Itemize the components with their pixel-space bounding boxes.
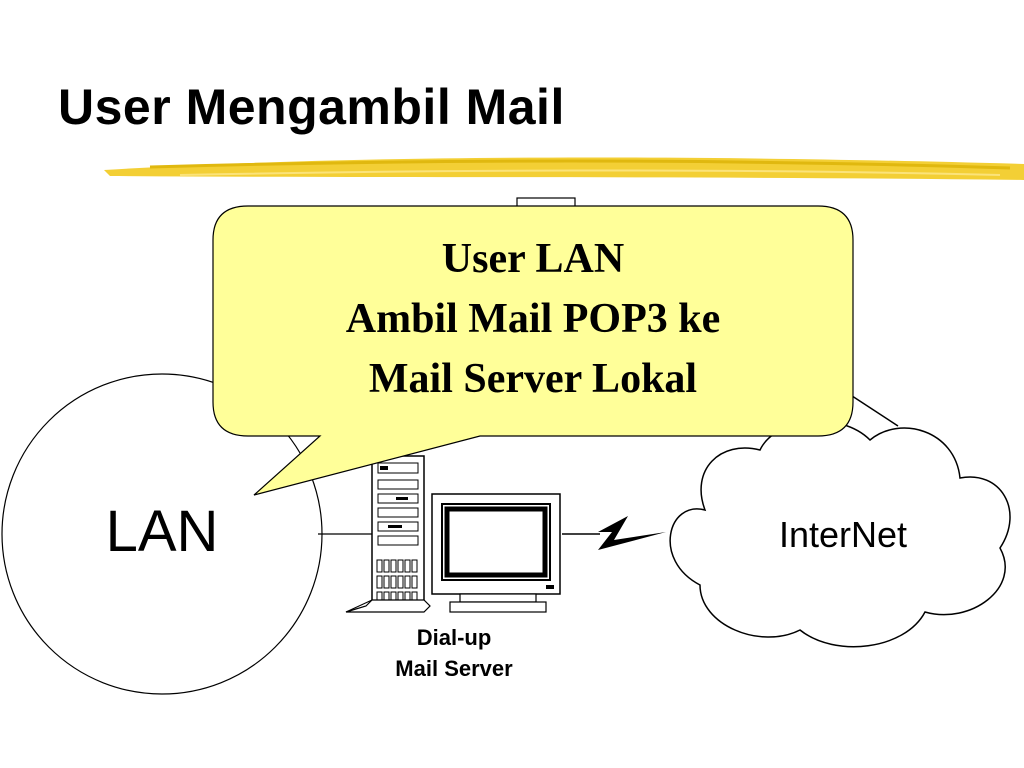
- slide-title: User Mengambil Mail: [58, 79, 565, 135]
- server-tower-icon: [345, 455, 431, 613]
- monitor-icon: [431, 493, 561, 613]
- dialup-link: [562, 516, 666, 550]
- server-label-line1: Dial-up: [417, 625, 492, 650]
- lan-label: LAN: [106, 499, 219, 564]
- callout-text-line1: User LAN: [442, 236, 624, 282]
- callout-text-line3: Mail Server Lokal: [369, 356, 697, 402]
- server-label-line2: Mail Server: [395, 656, 513, 681]
- callout-bubble: [212, 205, 854, 496]
- title-underline: [104, 157, 1024, 180]
- callout-text-line2: Ambil Mail POP3 ke: [346, 296, 720, 342]
- internet-link: [845, 391, 899, 427]
- internet-label: InterNet: [779, 514, 907, 555]
